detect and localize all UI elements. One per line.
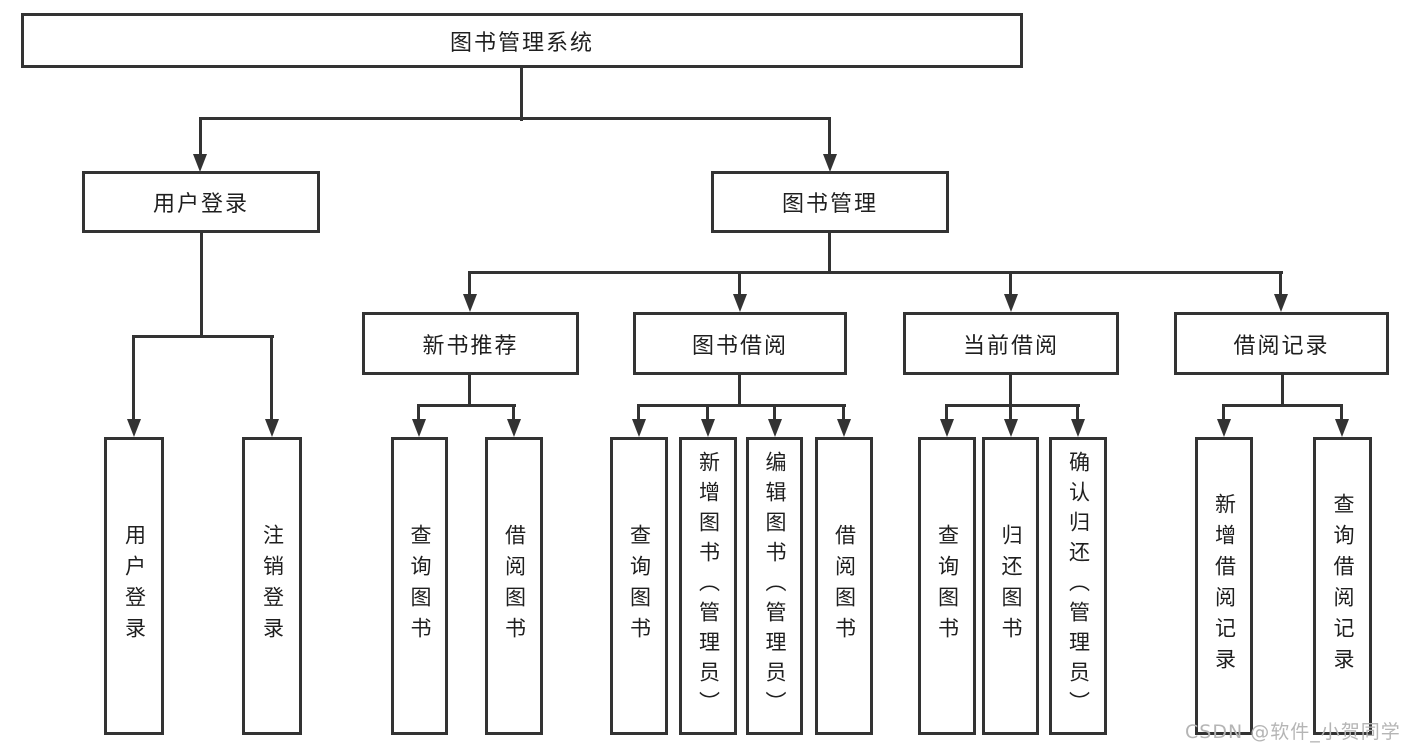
node-borrowing-records-label: 借阅记录 (1233, 333, 1330, 359)
arrow-head (507, 419, 521, 437)
connector-line (1076, 404, 1079, 423)
connector-line (637, 404, 640, 423)
arrow-head (463, 294, 477, 312)
arrow-head (1274, 294, 1288, 312)
connector-line (417, 404, 516, 407)
node-book-management-label: 图书管理 (781, 192, 878, 217)
arrow-head (1004, 419, 1018, 437)
connector-line (1279, 272, 1282, 298)
leaf-add-books-admin-label: 新增图书（管理员） (696, 451, 721, 721)
node-new-book-recommendation: 新书推荐 (362, 312, 579, 375)
leaf-query-books-label: 查询图书 (627, 524, 652, 648)
leaf-query-borrow-record: 查询借阅记录 (1313, 437, 1372, 735)
arrow-head (1004, 294, 1018, 312)
leaf-add-borrow-record-label: 新增借阅记录 (1212, 493, 1237, 679)
watermark-text: CSDN @软件_小贺同学 (1185, 721, 1401, 743)
leaf-add-books-admin: 新增图书（管理员） (679, 437, 737, 735)
connector-line (132, 335, 274, 338)
connector-line (1009, 404, 1012, 423)
leaf-borrow-books-label: 借阅图书 (502, 524, 527, 648)
leaf-borrow-books-label: 借阅图书 (832, 524, 857, 648)
leaf-return-books: 归还图书 (982, 437, 1039, 735)
leaf-borrow-books: 借阅图书 (485, 437, 543, 735)
leaf-user-login: 用户登录 (104, 437, 164, 735)
connector-line (828, 118, 831, 158)
arrow-head (768, 419, 782, 437)
connector-line (1222, 404, 1342, 407)
leaf-add-borrow-record: 新增借阅记录 (1195, 437, 1253, 735)
connector-line (199, 117, 831, 120)
node-root: 图书管理系统 (21, 13, 1023, 68)
arrow-head (1335, 419, 1349, 437)
node-user-login-label: 用户登录 (152, 192, 249, 217)
connector-line (200, 233, 203, 337)
connector-line (512, 404, 515, 423)
connector-line (945, 404, 1080, 407)
connector-line (738, 375, 741, 407)
arrow-head (940, 419, 954, 437)
connector-line (520, 68, 523, 121)
node-current-borrowing: 当前借阅 (903, 312, 1119, 375)
leaf-user-login-label: 用户登录 (122, 524, 147, 648)
arrow-head (1217, 419, 1231, 437)
connector-line (270, 335, 273, 421)
connector-line (1009, 272, 1012, 298)
connector-line (637, 404, 846, 407)
connector-line (1009, 375, 1012, 407)
leaf-logout-login-label: 注销登录 (260, 524, 285, 648)
node-book-borrowing: 图书借阅 (633, 312, 847, 375)
node-root-label: 图书管理系统 (449, 30, 594, 56)
connector-line (828, 233, 831, 274)
node-book-borrowing-label: 图书借阅 (691, 333, 788, 359)
arrow-head (412, 419, 426, 437)
leaf-confirm-return-admin: 确认归还（管理员） (1049, 437, 1107, 735)
leaf-query-books: 查询图书 (918, 437, 976, 735)
leaf-return-books-label: 归还图书 (999, 524, 1023, 648)
connector-line (199, 118, 202, 158)
connector-line (468, 272, 471, 298)
connector-line (417, 404, 420, 423)
connector-line (468, 375, 471, 407)
leaf-edit-books-admin-label: 编辑图书（管理员） (763, 451, 787, 721)
connector-line (945, 404, 948, 423)
arrow-head (632, 419, 646, 437)
leaf-query-books: 查询图书 (610, 437, 668, 735)
watermark: CSDN @软件_小贺同学 (1185, 717, 1401, 744)
leaf-borrow-books: 借阅图书 (815, 437, 873, 735)
node-book-management: 图书管理 (711, 171, 949, 233)
arrow-head (837, 419, 851, 437)
node-user-login: 用户登录 (82, 171, 320, 233)
connector-line (842, 404, 845, 423)
connector-line (738, 272, 741, 298)
leaf-query-borrow-record-label: 查询借阅记录 (1331, 493, 1355, 679)
arrow-head (823, 154, 837, 172)
node-new-book-recommendation-label: 新书推荐 (422, 333, 519, 359)
connector-line (773, 404, 776, 423)
arrow-head (127, 419, 141, 437)
node-borrowing-records: 借阅记录 (1174, 312, 1389, 375)
arrow-head (1071, 419, 1085, 437)
connector-line (706, 404, 709, 423)
arrow-head (193, 154, 207, 172)
leaf-edit-books-admin: 编辑图书（管理员） (746, 437, 803, 735)
leaf-logout-login: 注销登录 (242, 437, 302, 735)
arrow-head (733, 294, 747, 312)
leaf-query-books-label: 查询图书 (935, 524, 960, 648)
node-current-borrowing-label: 当前借阅 (962, 333, 1059, 359)
leaf-query-books-label: 查询图书 (408, 524, 432, 648)
arrow-head (701, 419, 715, 437)
connector-line (1340, 404, 1343, 423)
arrow-head (265, 419, 279, 437)
connector-line (1222, 404, 1225, 423)
leaf-query-books: 查询图书 (391, 437, 448, 735)
connector-line (1281, 375, 1284, 407)
connector-line (132, 335, 135, 421)
connector-line (468, 271, 1283, 274)
leaf-confirm-return-admin-label: 确认归还（管理员） (1066, 451, 1091, 721)
